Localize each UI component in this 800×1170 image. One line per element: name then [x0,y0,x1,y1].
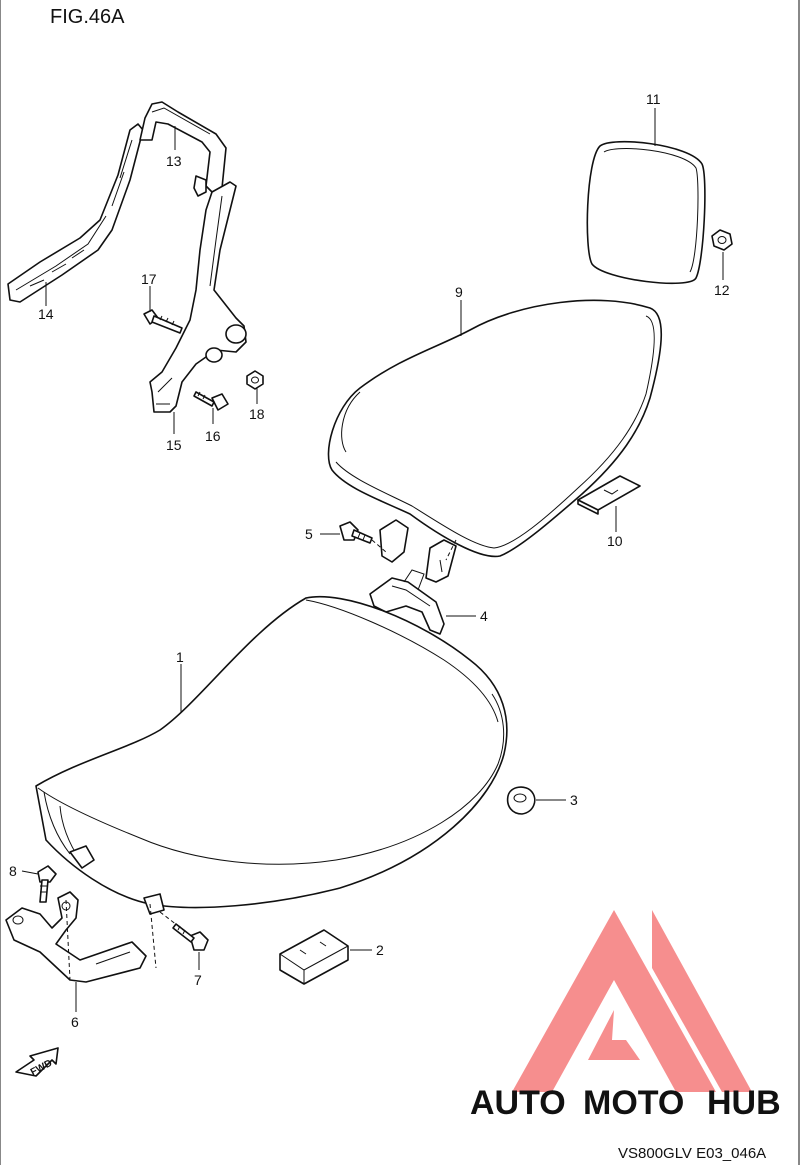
part-12-nut [711,229,733,251]
part-11-backrest-pad [586,140,706,285]
drawing-code: VS800GLV E03_046A [618,1145,766,1162]
callout-13: 13 [166,153,182,169]
part-14-side-rail [7,123,144,303]
part-9-passenger-seat [327,299,663,583]
logo-word-moto: MOTO [583,1084,684,1122]
part-7-bolt [172,923,209,951]
callout-10: 10 [607,533,623,549]
part-8-bolt [37,865,57,903]
callout-16: 16 [205,428,221,444]
logo-word-auto: AUTO [470,1084,566,1122]
logo-word-hub: HUB [707,1084,781,1122]
part-1-rider-seat [35,596,508,915]
callout-4: 4 [480,608,488,624]
part-2-cushion [279,929,349,985]
callout-6: 6 [71,1014,79,1030]
leader-lines [21,108,724,1012]
callout-18: 18 [249,406,265,422]
callouts: 1 2 3 4 5 6 7 8 9 10 11 12 13 14 15 16 1… [9,91,730,1030]
automotohub-logo: AUTO MOTO HUB [470,910,781,1122]
callout-9: 9 [455,284,463,300]
part-15-backrest-bracket [149,181,247,413]
figure-title: FIG.46A [50,6,125,28]
part-18-nut [246,370,264,390]
part-16-bolt [193,391,229,411]
part-3-grommet [506,786,536,815]
callout-1: 1 [176,649,184,665]
callout-15: 15 [166,437,182,453]
part-5-bolt [339,521,373,544]
part-10-cushion-block [577,475,641,515]
callout-14: 14 [38,306,54,322]
callout-8: 8 [9,863,17,879]
callout-17: 17 [141,271,157,287]
callout-12: 12 [714,282,730,298]
callout-3: 3 [570,792,578,808]
callout-11: 11 [646,91,661,107]
callout-5: 5 [305,526,313,542]
assembly-lines [65,539,457,981]
callout-2: 2 [376,942,384,958]
part-6-front-bracket [5,891,147,983]
callout-7: 7 [194,972,202,988]
part-13-grab-handle [139,101,227,197]
fwd-arrow-icon: FWD [15,1047,59,1078]
part-17-bolt [143,309,183,334]
